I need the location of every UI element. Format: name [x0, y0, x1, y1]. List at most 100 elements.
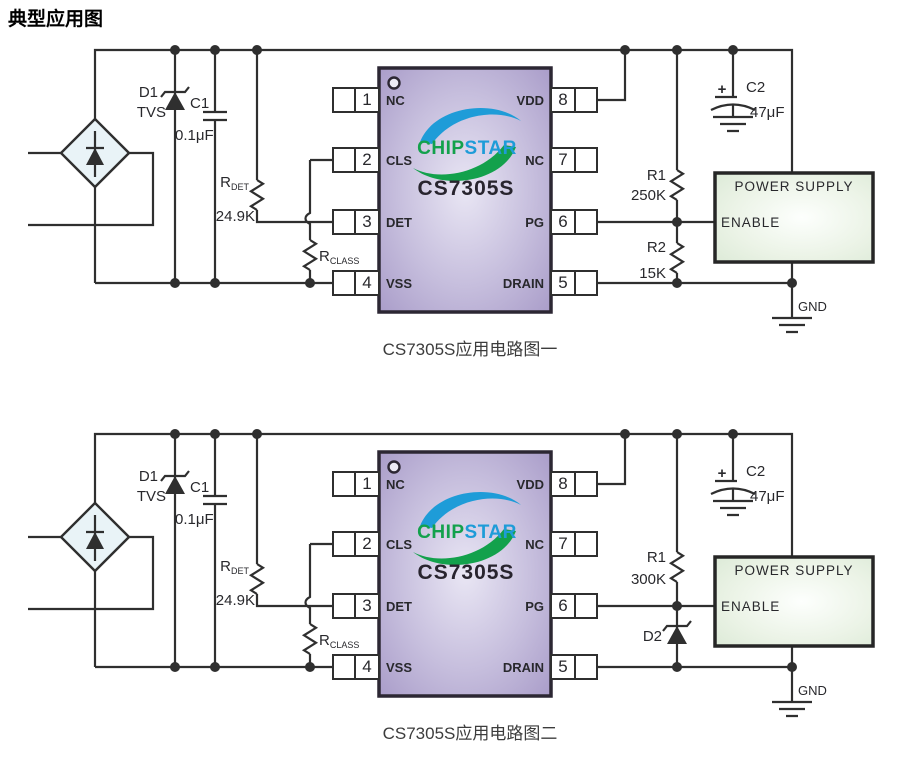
- chip-logo: CHIPSTAR: [417, 138, 517, 159]
- chip-part-number: CS7305S: [418, 561, 515, 584]
- circuit-1: CHIPSTAR CS7305S NC CLS DET VSS VDD NC P…: [28, 45, 875, 359]
- pin-number-7: 7: [558, 150, 567, 169]
- chip-part-number: CS7305S: [418, 177, 515, 200]
- label-c2: C2: [746, 463, 765, 480]
- label-rdet: RDET: [220, 174, 249, 192]
- label-d1: D1: [139, 468, 158, 485]
- label-d1: D1: [139, 84, 158, 101]
- enable-label: ENABLE: [721, 599, 780, 614]
- pin-name-drain: DRAIN: [503, 660, 544, 675]
- pin-number-3: 3: [362, 212, 371, 231]
- junction-dots: [170, 45, 797, 288]
- power-supply-box: [713, 171, 875, 264]
- ground-symbol-main: [770, 700, 814, 718]
- junction-dots: [170, 429, 797, 672]
- chip-body: [377, 66, 553, 314]
- label-d1-type: TVS: [137, 104, 166, 121]
- label-c2-polarity: +: [718, 465, 727, 482]
- pin-number-3: 3: [362, 596, 371, 615]
- bridge-rectifier: [59, 117, 131, 189]
- pin-number-5: 5: [558, 273, 567, 292]
- label-rclass: RCLASS: [319, 248, 359, 266]
- label-r1-value: 250K: [631, 187, 666, 204]
- pin-box-3: [332, 593, 380, 619]
- capacitor-c2-plates: [710, 479, 756, 495]
- resistor-r1: [669, 168, 685, 202]
- pin1-indicator-icon: [387, 76, 401, 90]
- gnd-label: GND: [798, 683, 827, 698]
- pin-name-nc1: NC: [386, 477, 405, 492]
- pin-box-1: [332, 471, 380, 497]
- page-title: 典型应用图: [8, 9, 104, 30]
- circuit-2: CHIPSTAR CS7305S NC CLS DET VSS VDD NC P…: [28, 429, 875, 743]
- resistor-r2: [669, 241, 685, 275]
- logo-swoosh-bottom-icon: [413, 145, 516, 181]
- bridge-rectifier: [59, 501, 131, 573]
- resistor-rclass: [302, 238, 318, 272]
- capacitor-c1-plates: [203, 494, 227, 506]
- pin-box-1: [332, 87, 380, 113]
- pin-name-vss: VSS: [386, 660, 412, 675]
- pin-name-nc7: NC: [525, 537, 544, 552]
- resistor-r1: [669, 550, 685, 584]
- ground-symbol-c2: [711, 499, 755, 517]
- pin-name-drain: DRAIN: [503, 276, 544, 291]
- chip-body: [377, 450, 553, 698]
- ground-symbol-c2: [711, 115, 755, 133]
- logo-swoosh-top-icon: [420, 492, 521, 528]
- logo-swoosh-top-icon: [420, 108, 521, 144]
- label-c2-value: 47μF: [750, 488, 785, 505]
- resistor-rclass: [302, 622, 318, 656]
- capacitor-c1-plates: [203, 110, 227, 122]
- pin-name-nc1: NC: [386, 93, 405, 108]
- label-rdet-value: 24.9K: [216, 208, 255, 225]
- logo-swoosh-bottom-icon: [413, 529, 516, 565]
- pin1-indicator-icon: [387, 460, 401, 474]
- pin-number-7: 7: [558, 534, 567, 553]
- pin-number-4: 4: [362, 657, 371, 676]
- pin-box-2: [332, 531, 380, 557]
- pin-name-cls: CLS: [386, 537, 412, 552]
- pin-number-2: 2: [362, 150, 371, 169]
- ground-symbol-main: [770, 316, 814, 334]
- chip-logo: CHIPSTAR: [417, 522, 517, 543]
- pin-number-1: 1: [362, 90, 371, 109]
- pin-name-nc7: NC: [525, 153, 544, 168]
- label-r2-value: 15K: [639, 265, 666, 282]
- pin-name-vdd: VDD: [517, 93, 544, 108]
- pin-box-3: [332, 209, 380, 235]
- label-d1-type: TVS: [137, 488, 166, 505]
- label-c1-value: 0.1μF: [175, 511, 214, 528]
- label-r1-value: 300K: [631, 571, 666, 588]
- label-c1-value: 0.1μF: [175, 127, 214, 144]
- label-c1: C1: [190, 479, 209, 496]
- label-c2-polarity: +: [718, 81, 727, 98]
- label-rdet-value: 24.9K: [216, 592, 255, 609]
- pin-name-pg: PG: [525, 599, 544, 614]
- label-c2: C2: [746, 79, 765, 96]
- gnd-label: GND: [798, 299, 827, 314]
- pin-name-det: DET: [386, 215, 412, 230]
- resistor-rdet: [249, 562, 265, 596]
- label-r1: R1: [647, 167, 666, 184]
- pin-number-6: 6: [558, 212, 567, 231]
- pin-box-2: [332, 147, 380, 173]
- label-r2: R2: [647, 239, 666, 256]
- pin-box-4: [332, 654, 380, 680]
- pin-name-cls: CLS: [386, 153, 412, 168]
- power-supply-box: [713, 555, 875, 648]
- pin-number-8: 8: [558, 474, 567, 493]
- pin-name-vss: VSS: [386, 276, 412, 291]
- label-r1: R1: [647, 549, 666, 566]
- pin-number-8: 8: [558, 90, 567, 109]
- pin-box-4: [332, 270, 380, 296]
- pin-name-det: DET: [386, 599, 412, 614]
- circuit2-caption: CS7305S应用电路图二: [383, 724, 558, 743]
- pin-name-pg: PG: [525, 215, 544, 230]
- label-c2-value: 47μF: [750, 104, 785, 121]
- label-rclass: RCLASS: [319, 632, 359, 650]
- label-c1: C1: [190, 95, 209, 112]
- pin-number-4: 4: [362, 273, 371, 292]
- circuit1-caption: CS7305S应用电路图一: [383, 340, 558, 359]
